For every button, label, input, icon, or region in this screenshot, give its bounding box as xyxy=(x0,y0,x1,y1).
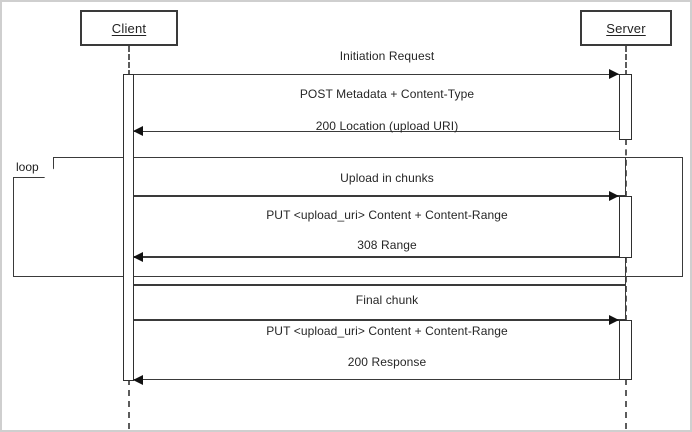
message-label-200-response: 200 Response xyxy=(347,355,427,369)
message-label-upload-in-chunks: Upload in chunks xyxy=(340,171,434,185)
activation-bar-server-final[interactable] xyxy=(619,320,632,380)
arrowhead-308-range xyxy=(133,252,143,262)
participant-label-client: Client xyxy=(111,20,147,36)
activation-bar-client[interactable] xyxy=(123,74,134,381)
message-label-put-final-chunk: PUT <upload_uri> Content + Content-Range xyxy=(266,324,508,338)
message-label-post-metadata: POST Metadata + Content-Type xyxy=(299,87,475,101)
arrowhead-200-location xyxy=(133,126,143,136)
lifeline-server-seg2 xyxy=(625,139,627,197)
arrowhead-put-final-chunk xyxy=(609,315,619,325)
loop-fragment-operator-label: loop xyxy=(16,160,39,174)
arrowhead-put-chunk xyxy=(609,191,619,201)
arrowhead-post-metadata xyxy=(609,69,619,79)
message-label-initiation-request: Initiation Request xyxy=(339,49,435,63)
activation-bar-server-initiation[interactable] xyxy=(619,74,632,140)
lifeline-client-bottom xyxy=(128,379,130,429)
arrowhead-200-response xyxy=(133,375,143,385)
message-label-put-chunk: PUT <upload_uri> Content + Content-Range xyxy=(266,208,508,222)
message-label-final-chunk: Final chunk xyxy=(355,293,419,307)
participant-label-server: Server xyxy=(606,20,646,36)
lifeline-server-seg1 xyxy=(625,46,627,76)
message-frame-loop-tail xyxy=(123,257,626,285)
lifeline-server-seg4 xyxy=(625,379,627,429)
message-label-308-range: 308 Range xyxy=(357,238,417,252)
lifeline-client-top xyxy=(128,46,130,76)
participant-box-server[interactable]: Server xyxy=(580,10,672,46)
activation-bar-server-chunk[interactable] xyxy=(619,196,632,258)
participant-box-client[interactable]: Client xyxy=(80,10,178,46)
message-label-200-location: 200 Location (upload URI) xyxy=(315,119,459,133)
lifeline-server-seg3 xyxy=(625,257,627,321)
loop-fragment-operator-tab: loop xyxy=(13,157,54,178)
